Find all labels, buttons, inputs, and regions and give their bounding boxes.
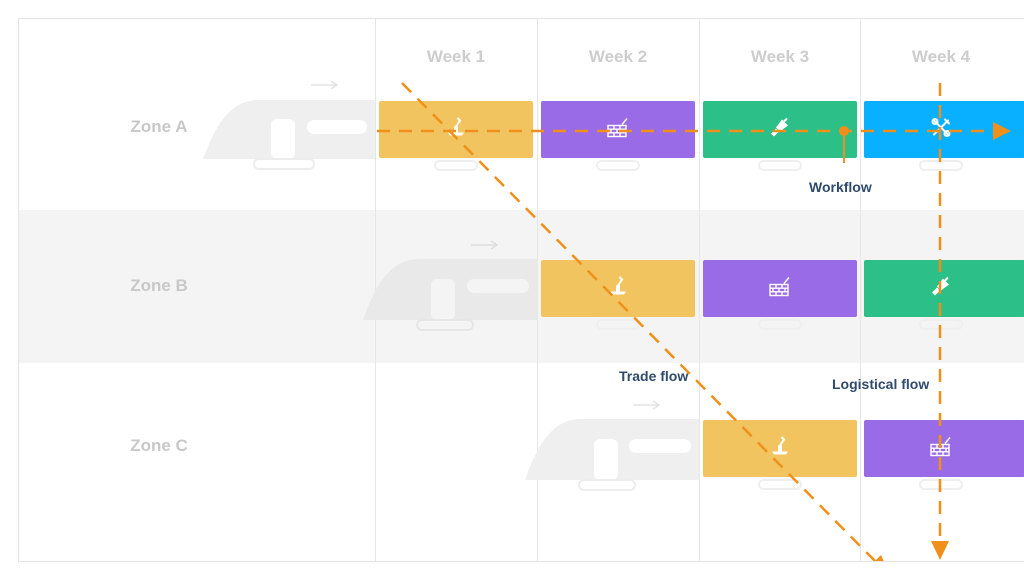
task-block-zone-a-4[interactable] — [864, 101, 1024, 171]
task-block-zone-c-2[interactable] — [864, 420, 1024, 490]
task-block-zone-b-2[interactable] — [703, 260, 857, 330]
brick-wall-icon — [929, 435, 953, 462]
wheel-decoration — [758, 160, 802, 171]
task-block-zone-a-1[interactable] — [379, 101, 533, 171]
tools-icon — [930, 116, 952, 143]
paint-brush-icon — [930, 275, 952, 302]
trowel-icon — [769, 435, 791, 462]
task-block-zone-a-2[interactable] — [541, 101, 695, 171]
wheel-decoration — [919, 160, 963, 171]
task-block-zone-b-1[interactable] — [541, 260, 695, 330]
column-divider — [860, 19, 861, 561]
wheel-decoration — [758, 479, 802, 490]
week-1-header: Week 1 — [426, 47, 486, 66]
column-divider — [375, 19, 376, 561]
trowel-icon — [445, 116, 467, 143]
brick-wall-icon — [606, 116, 630, 143]
logistical-flow-label: Logistical flow — [832, 376, 930, 392]
zone-c-label: Zone C — [130, 436, 188, 455]
column-divider — [699, 19, 700, 561]
task-block-zone-c-1[interactable] — [703, 420, 857, 490]
task-block-zone-b-3[interactable] — [864, 260, 1024, 330]
wheel-decoration — [919, 319, 963, 330]
week-3-header: Week 3 — [750, 47, 810, 66]
wheel-decoration — [596, 319, 640, 330]
task-block-zone-a-3[interactable] — [703, 101, 857, 171]
trade-flow-label: Trade flow — [619, 368, 689, 384]
wheel-decoration — [919, 479, 963, 490]
zone-a-label: Zone A — [130, 117, 188, 136]
week-2-header: Week 2 — [588, 47, 648, 66]
wheel-decoration — [596, 160, 640, 171]
column-divider — [537, 19, 538, 561]
flow-diagram: Week 1 Week 2 Week 3 Week 4 Zone A Zone … — [18, 18, 1024, 562]
wheel-decoration — [758, 319, 802, 330]
workflow-label: Workflow — [809, 179, 872, 195]
trowel-icon — [607, 275, 629, 302]
brick-wall-icon — [768, 275, 792, 302]
paint-brush-icon — [769, 116, 791, 143]
wheel-decoration — [434, 160, 478, 171]
week-4-header: Week 4 — [911, 47, 971, 66]
zone-b-label: Zone B — [130, 276, 188, 295]
